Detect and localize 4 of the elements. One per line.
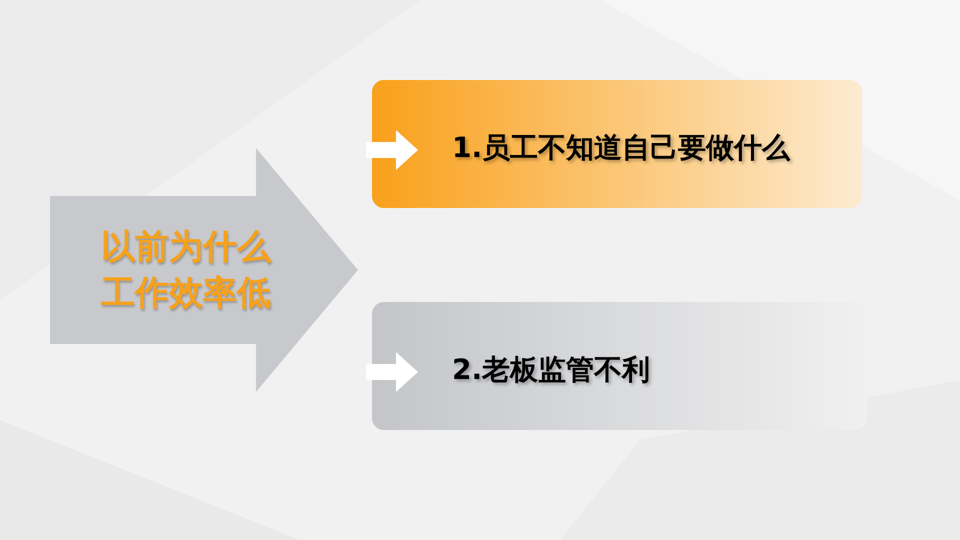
arrow-shape: [50, 148, 358, 392]
item-text: 2.老板监管不利: [452, 352, 650, 388]
item-text: 1.员工不知道自己要做什么: [452, 130, 790, 166]
heading-text: 以前为什么工作效率低: [100, 226, 272, 315]
